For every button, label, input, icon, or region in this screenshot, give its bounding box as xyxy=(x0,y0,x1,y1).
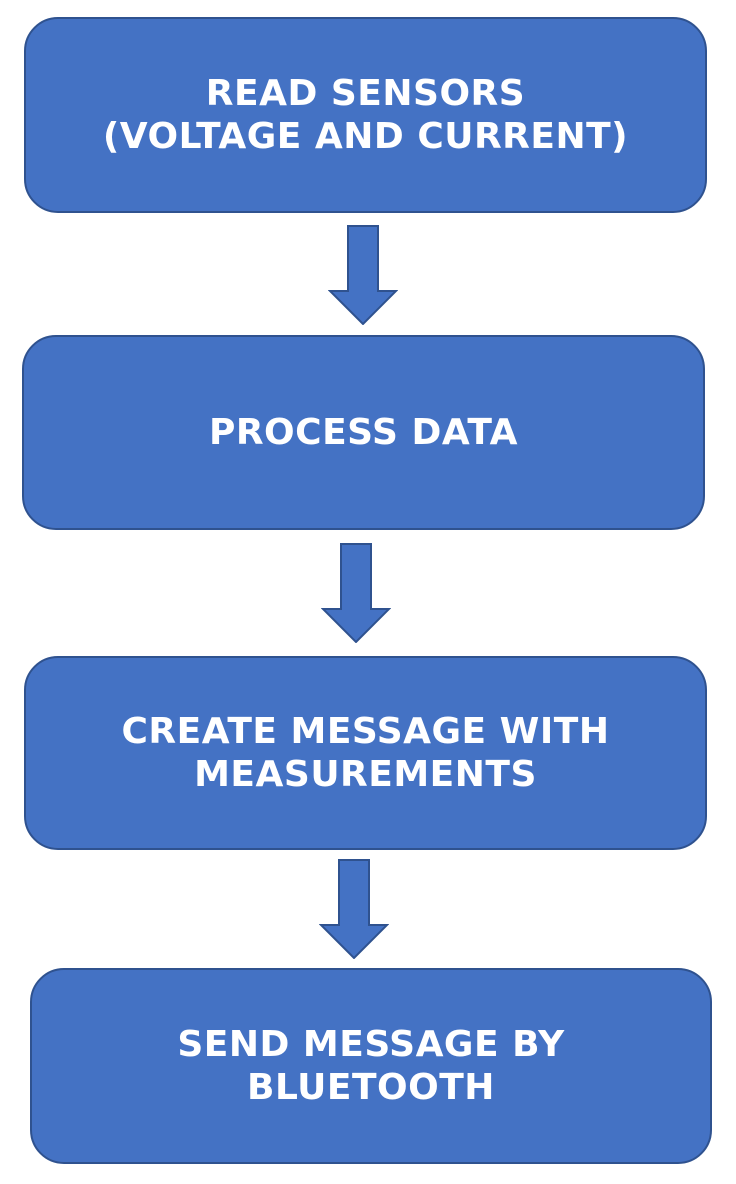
step-process-data: PROCESS DATA xyxy=(22,335,705,530)
step-label: READ SENSORS (VOLTAGE AND CURRENT) xyxy=(102,73,629,157)
step-label: CREATE MESSAGE WITH MEASUREMENTS xyxy=(121,711,610,795)
step-send-bluetooth: SEND MESSAGE BY BLUETOOTH xyxy=(30,968,712,1164)
step-label: PROCESS DATA xyxy=(208,412,519,453)
arrow-down-icon xyxy=(328,225,398,325)
step-create-message: CREATE MESSAGE WITH MEASUREMENTS xyxy=(24,656,707,850)
step-read-sensors: READ SENSORS (VOLTAGE AND CURRENT) xyxy=(24,17,707,213)
step-label: SEND MESSAGE BY BLUETOOTH xyxy=(177,1024,565,1108)
arrow-down-icon xyxy=(319,859,389,959)
arrow-down-icon xyxy=(321,543,391,643)
